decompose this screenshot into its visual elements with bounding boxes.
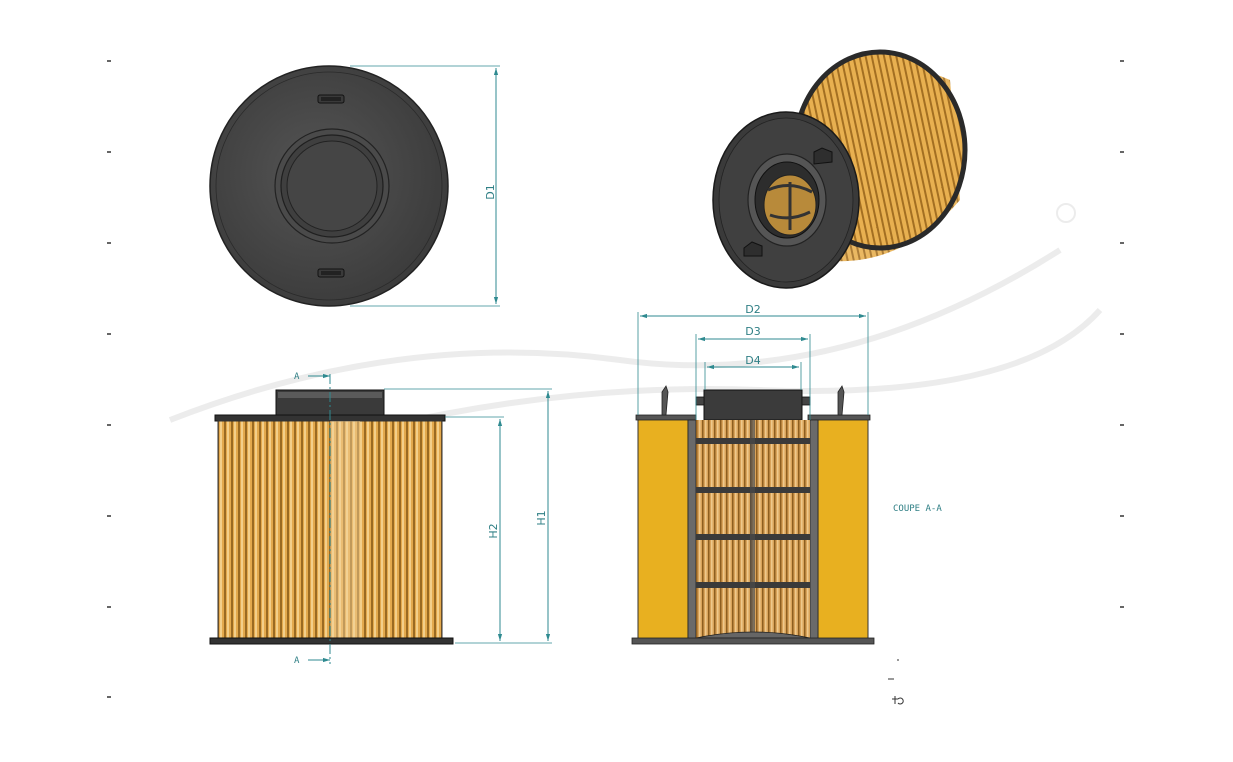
top-view xyxy=(209,65,449,307)
dimension-h1-label: H1 xyxy=(535,510,548,525)
sheet-border-ticks xyxy=(107,60,1124,698)
isometric-view xyxy=(712,49,968,289)
dimension-h2-label: H2 xyxy=(487,523,500,538)
section-view xyxy=(631,385,875,645)
dimension-d3-label: D3 xyxy=(745,325,760,338)
dimension-d4-label: D4 xyxy=(745,354,760,367)
section-marker-top: A xyxy=(294,372,330,382)
dimension-h2: H2 xyxy=(445,416,552,644)
title-block-symbol xyxy=(888,659,904,705)
dimension-d2-label: D2 xyxy=(745,303,760,316)
section-marker-top-label: A xyxy=(294,372,300,382)
dimension-d4: D4 xyxy=(704,354,802,390)
dimension-d3: D3 xyxy=(695,325,811,420)
dimension-d1-label: D1 xyxy=(484,184,497,199)
section-marker-bottom-label: A xyxy=(294,656,300,666)
section-marker-bottom: A xyxy=(294,656,330,666)
dimension-h1: H1 xyxy=(384,388,552,641)
front-view xyxy=(209,374,454,664)
dimension-d2: D2 xyxy=(637,303,869,415)
section-caption: COUPE A-A xyxy=(893,504,942,514)
dimension-d1: D1 xyxy=(350,65,500,307)
